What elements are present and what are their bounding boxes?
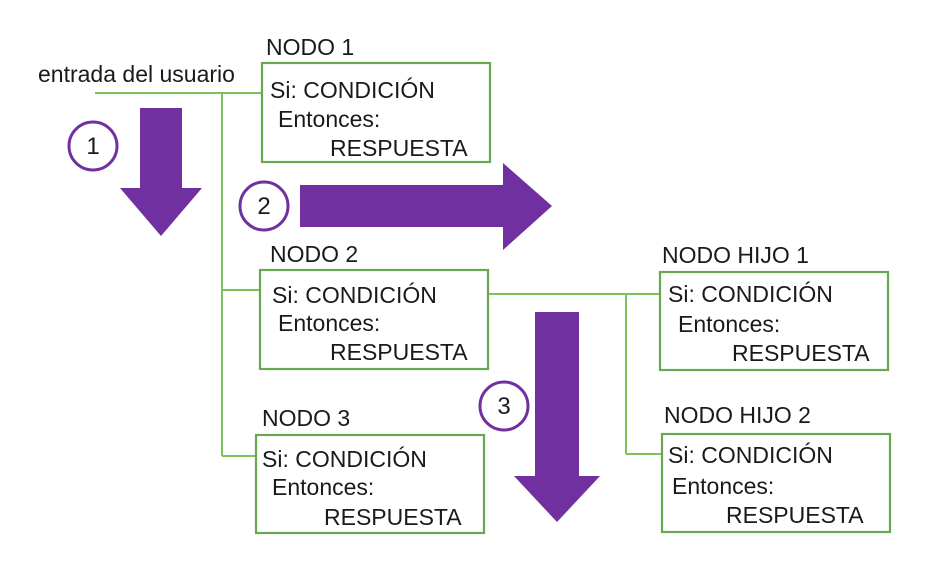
node-1-condition: Si: CONDICIÓN <box>270 77 435 103</box>
step-badge-3-circle <box>478 380 530 432</box>
node-1: NODO 1 Si: CONDICIÓN Entonces: RESPUESTA <box>260 34 492 164</box>
child-node-2-title: NODO HIJO 2 <box>664 402 811 428</box>
child-node-2: NODO HIJO 2 Si: CONDICIÓN Entonces: RESP… <box>660 402 892 534</box>
node-3-condition: Si: CONDICIÓN <box>262 446 427 472</box>
child-node-2-response: RESPUESTA <box>726 502 864 528</box>
arrow-down-step-3-icon <box>514 312 600 522</box>
input-label: entrada del usuario <box>38 61 235 87</box>
child-node-1-box <box>658 270 890 372</box>
step-badge-2-circle <box>238 180 290 232</box>
node-2-condition: Si: CONDICIÓN <box>272 282 437 308</box>
step-badge-1-circle <box>67 120 119 172</box>
node-3-response: RESPUESTA <box>324 504 462 530</box>
node-2-response: RESPUESTA <box>330 339 468 365</box>
node-3-then: Entonces: <box>272 474 374 500</box>
child-node-1-condition: Si: CONDICIÓN <box>668 281 833 307</box>
arrow-right-step-2-icon <box>300 163 552 250</box>
node-3: NODO 3 Si: CONDICIÓN Entonces: RESPUESTA <box>254 405 486 535</box>
step-badge-3: 3 <box>478 380 530 432</box>
child-node-2-condition: Si: CONDICIÓN <box>668 442 833 468</box>
node-1-then: Entonces: <box>278 106 380 132</box>
step-badge-3-label: 3 <box>497 393 510 420</box>
child-node-2-box <box>660 432 892 534</box>
arrow-down-step-1-icon <box>120 108 202 236</box>
node-3-title: NODO 3 <box>262 405 350 431</box>
node-1-box <box>260 61 492 164</box>
node-2-title: NODO 2 <box>270 241 358 267</box>
step-badge-2: 2 <box>238 180 290 232</box>
step-badge-1-label: 1 <box>86 133 99 160</box>
node-2: NODO 2 Si: CONDICIÓN Entonces: RESPUESTA <box>258 241 490 371</box>
node-1-title: NODO 1 <box>266 34 354 60</box>
child-node-2-then: Entonces: <box>672 473 774 499</box>
node-3-box <box>254 433 486 535</box>
child-node-1: NODO HIJO 1 Si: CONDICIÓN Entonces: RESP… <box>658 242 890 372</box>
child-node-1-response: RESPUESTA <box>732 340 870 366</box>
step-badge-1: 1 <box>67 120 119 172</box>
child-node-1-title: NODO HIJO 1 <box>662 242 809 268</box>
child-node-1-then: Entonces: <box>678 311 780 337</box>
connectors <box>95 92 662 457</box>
node-1-response: RESPUESTA <box>330 135 468 161</box>
node-2-then: Entonces: <box>278 310 380 336</box>
step-badge-2-label: 2 <box>257 193 270 220</box>
node-2-box <box>258 268 490 371</box>
